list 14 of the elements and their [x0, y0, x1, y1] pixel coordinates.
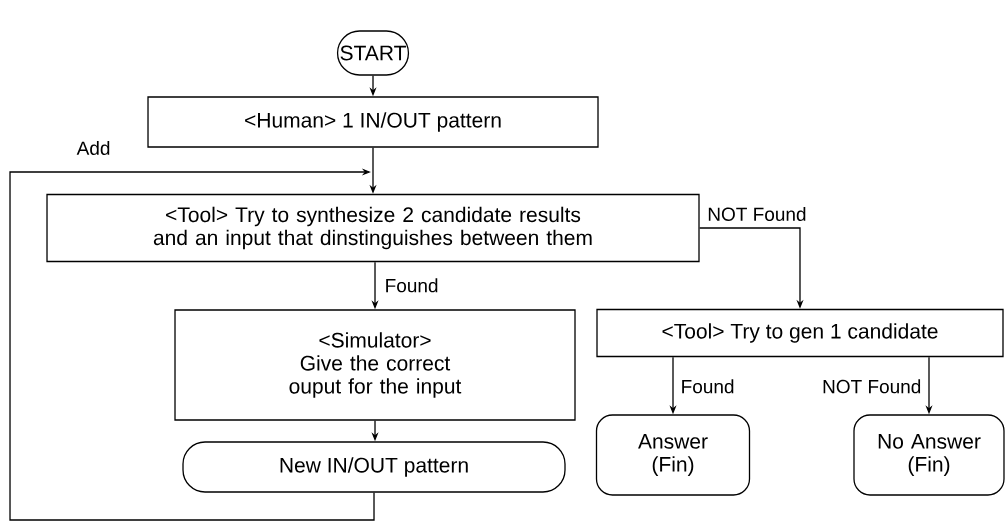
- process-box: <Simulator> Give the correct ouput for the input: [174, 309, 576, 421]
- terminal-box: Answer (Fin): [595, 414, 751, 496]
- process-box: <Tool> Try to gen 1 candidate: [596, 308, 1004, 358]
- terminal-box: No Answer (Fin): [853, 414, 1005, 496]
- terminal-box: START: [336, 30, 410, 76]
- edge-label: NOT Found: [706, 206, 808, 222]
- edge-label: Found: [679, 378, 736, 395]
- edge-label: Add: [75, 140, 112, 156]
- arrow: [9, 168, 375, 521]
- process-box: <Tool> Try to synthesize 2 candidate results and an input that dinstinguishes between them: [46, 193, 700, 263]
- edge-label: NOT Found: [821, 378, 923, 395]
- terminal-box: New IN/OUT pattern: [182, 441, 566, 493]
- process-box: <Human> 1 IN/OUT pattern: [147, 96, 599, 148]
- edge-label: Found: [383, 277, 440, 294]
